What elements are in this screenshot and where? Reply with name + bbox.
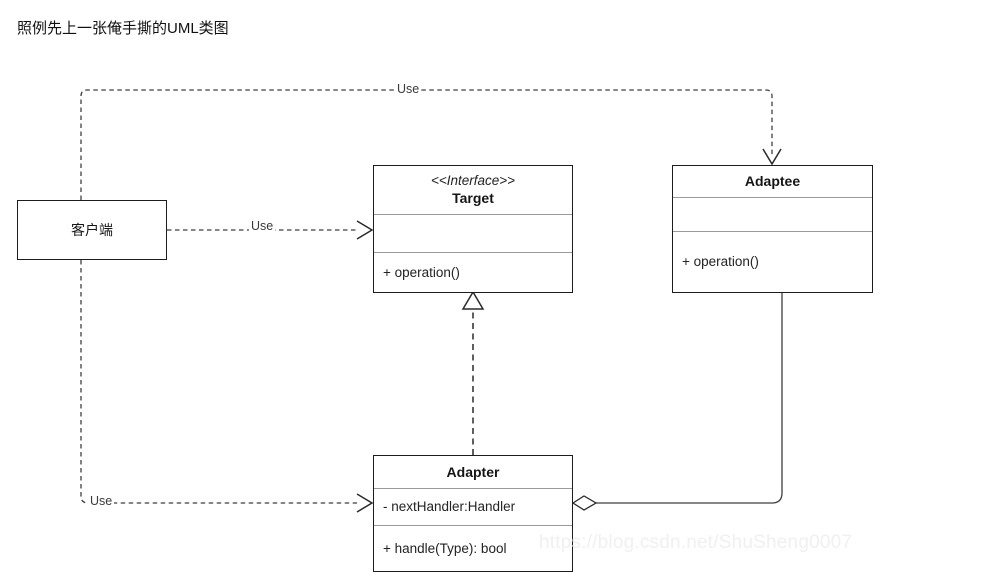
client-class-name: 客户端 [71, 221, 113, 238]
edge-adapter-target [461, 290, 485, 455]
adapter-operations-compartment: + handle(Type): bool [374, 525, 572, 571]
adapter-attribute-0: - nextHandler:Handler [383, 499, 516, 514]
target-class-name: Target [452, 190, 494, 206]
adaptee-operation-0: + operation() [682, 254, 759, 269]
target-operation-0: + operation() [383, 264, 460, 280]
edge-label-client-adapter: Use [88, 494, 115, 509]
uml-class-target[interactable]: <<Interface>> Target + operation() [373, 165, 573, 293]
target-operations-compartment: + operation() [374, 252, 572, 292]
target-attributes-compartment [374, 214, 572, 252]
edge-client-target [167, 220, 374, 240]
adapter-operation-0: + handle(Type): bool [383, 540, 507, 556]
uml-class-adapter[interactable]: Adapter - nextHandler:Handler + handle(T… [373, 455, 573, 572]
adapter-title-compartment: Adapter [374, 456, 572, 488]
edge-adapter-adaptee [571, 293, 783, 511]
page-title: 照例先上一张俺手撕的UML类图 [17, 20, 229, 37]
adapter-attributes-compartment: - nextHandler:Handler [374, 488, 572, 525]
uml-class-adaptee[interactable]: Adaptee + operation() [672, 165, 873, 293]
adaptee-attributes-compartment [673, 197, 872, 231]
edge-label-client-adaptee: Use [395, 82, 422, 97]
edge-client-adapter [80, 260, 374, 513]
edge-label-client-target: Use [249, 219, 276, 234]
target-title-compartment: <<Interface>> Target [374, 166, 572, 214]
client-title-compartment: 客户端 [71, 201, 113, 259]
uml-class-client[interactable]: 客户端 [17, 200, 167, 260]
adaptee-title-compartment: Adaptee [673, 166, 872, 197]
adaptee-operations-compartment: + operation() [673, 231, 872, 292]
target-stereotype: <<Interface>> [430, 173, 516, 188]
adaptee-class-name: Adaptee [744, 173, 801, 189]
adapter-class-name: Adapter [446, 463, 500, 480]
edge-client-adaptee [80, 89, 782, 200]
watermark: https://blog.csdn.net/ShuSheng0007 [539, 532, 853, 553]
